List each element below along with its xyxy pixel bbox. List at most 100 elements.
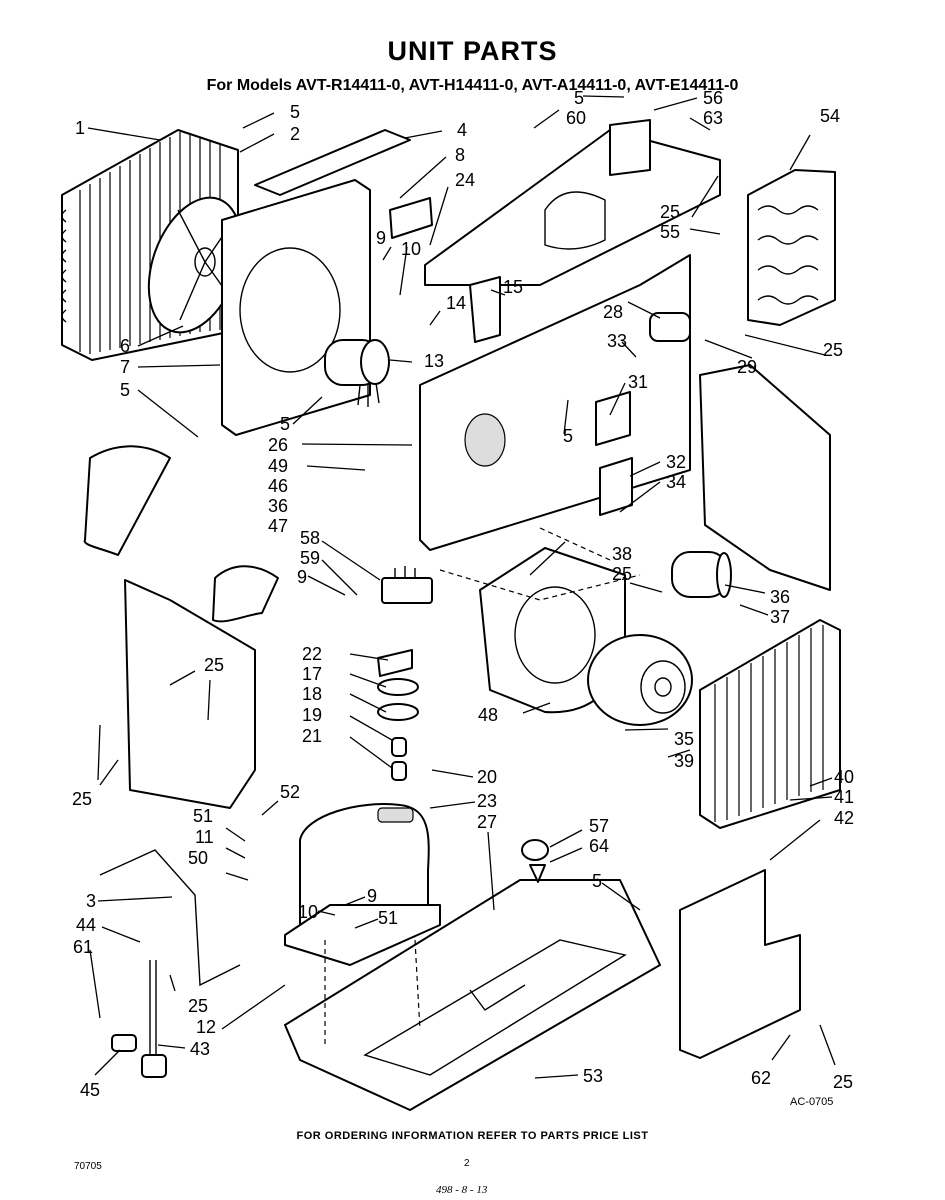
callout-25: 25 bbox=[612, 564, 632, 584]
callout-49: 49 bbox=[268, 456, 288, 476]
callout-3: 3 bbox=[86, 891, 96, 911]
run-capacitor bbox=[671, 551, 732, 598]
callout-25: 25 bbox=[72, 789, 92, 809]
capacitor-small bbox=[649, 312, 691, 342]
callout-44: 44 bbox=[76, 915, 96, 935]
callout-21: 21 bbox=[302, 726, 322, 746]
callout-51: 51 bbox=[193, 806, 213, 826]
callout-48: 48 bbox=[478, 705, 498, 725]
callout-26: 26 bbox=[268, 435, 288, 455]
callout-13: 13 bbox=[424, 351, 444, 371]
callout-31: 31 bbox=[628, 372, 648, 392]
callout-25: 25 bbox=[823, 340, 843, 360]
curved-duct-center bbox=[212, 565, 279, 623]
top-housing bbox=[424, 119, 721, 286]
callout-11: 11 bbox=[195, 827, 214, 847]
callout-5: 5 bbox=[280, 414, 290, 434]
callout-52: 52 bbox=[280, 782, 300, 802]
selector-switch bbox=[381, 566, 433, 604]
callout-35: 35 bbox=[674, 729, 694, 749]
callout-36: 36 bbox=[268, 496, 288, 516]
callout-22: 22 bbox=[302, 644, 322, 664]
handwritten-note: 498 - 8 - 13 bbox=[436, 1184, 488, 1196]
callout-45: 45 bbox=[80, 1080, 100, 1100]
callout-12: 12 bbox=[196, 1017, 216, 1037]
callout-5: 5 bbox=[290, 102, 300, 122]
evaporator-coil bbox=[699, 619, 841, 829]
callout-40: 40 bbox=[834, 767, 854, 787]
callout-20: 20 bbox=[477, 767, 497, 787]
side-panel-left bbox=[124, 579, 256, 809]
callout-46: 46 bbox=[268, 476, 288, 496]
callout-23: 23 bbox=[477, 791, 497, 811]
power-cord bbox=[111, 960, 167, 1078]
side-panel-right bbox=[699, 364, 831, 591]
callout-5: 5 bbox=[563, 426, 573, 446]
curved-duct-left bbox=[83, 445, 171, 556]
callout-24: 24 bbox=[455, 170, 475, 190]
callout-9: 9 bbox=[367, 886, 377, 906]
callout-56: 56 bbox=[703, 88, 723, 108]
callout-14: 14 bbox=[446, 293, 466, 313]
heater-element bbox=[747, 169, 836, 326]
callout-5: 5 bbox=[574, 88, 584, 108]
callout-19: 19 bbox=[302, 705, 322, 725]
callout-29: 29 bbox=[737, 357, 757, 377]
callout-28: 28 bbox=[603, 302, 623, 322]
callout-27: 27 bbox=[477, 812, 497, 832]
callout-53: 53 bbox=[583, 1066, 603, 1086]
page-code: 70705 bbox=[74, 1161, 102, 1172]
callout-25: 25 bbox=[660, 202, 680, 222]
grommet-stack bbox=[377, 649, 419, 781]
page-number: 2 bbox=[464, 1158, 470, 1169]
callout-64: 64 bbox=[589, 836, 609, 856]
fan-shroud bbox=[221, 179, 371, 436]
control-panel-cover bbox=[679, 869, 801, 1059]
bulkhead-panel bbox=[419, 254, 691, 551]
callout-43: 43 bbox=[190, 1039, 210, 1059]
callout-47: 47 bbox=[268, 516, 288, 536]
callout-57: 57 bbox=[589, 816, 609, 836]
callout-6: 6 bbox=[120, 336, 130, 356]
callout-17: 17 bbox=[302, 664, 322, 684]
blower-wheel bbox=[587, 634, 693, 726]
callout-5: 5 bbox=[120, 380, 130, 400]
callout-25: 25 bbox=[188, 996, 208, 1016]
callout-38: 38 bbox=[612, 544, 632, 564]
compressor bbox=[284, 803, 441, 966]
top-cover-plate bbox=[254, 129, 411, 196]
callout-42: 42 bbox=[834, 808, 854, 828]
callout-62: 62 bbox=[751, 1068, 771, 1088]
base-pan bbox=[284, 879, 661, 1111]
callout-8: 8 bbox=[455, 145, 465, 165]
callout-4: 4 bbox=[457, 120, 467, 140]
callout-2: 2 bbox=[290, 124, 300, 144]
callout-34: 34 bbox=[666, 472, 686, 492]
callout-37: 37 bbox=[770, 607, 790, 627]
callout-59: 59 bbox=[300, 548, 320, 568]
callout-15: 15 bbox=[503, 277, 523, 297]
callout-60: 60 bbox=[566, 108, 586, 128]
callout-63: 63 bbox=[703, 108, 723, 128]
callout-7: 7 bbox=[120, 357, 130, 377]
callout-1: 1 bbox=[75, 118, 85, 138]
callout-9: 9 bbox=[297, 567, 307, 587]
callout-50: 50 bbox=[188, 848, 208, 868]
callout-55: 55 bbox=[660, 222, 680, 242]
callout-54: 54 bbox=[820, 106, 840, 126]
page-title: UNIT PARTS bbox=[387, 36, 558, 66]
thermostat bbox=[521, 839, 549, 883]
callout-39: 39 bbox=[674, 751, 694, 771]
ordering-note: FOR ORDERING INFORMATION REFER TO PARTS … bbox=[296, 1130, 649, 1142]
callout-18: 18 bbox=[302, 684, 322, 704]
callout-32: 32 bbox=[666, 452, 686, 472]
drain-tube bbox=[99, 849, 241, 987]
fan-motor bbox=[324, 339, 390, 407]
callout-9: 9 bbox=[376, 228, 386, 248]
callout-33: 33 bbox=[607, 331, 627, 351]
callout-5: 5 bbox=[592, 871, 602, 891]
model-list: For Models AVT-R14411-0, AVT-H14411-0, A… bbox=[206, 77, 739, 94]
callout-41: 41 bbox=[834, 787, 854, 807]
callout-10: 10 bbox=[401, 239, 421, 259]
